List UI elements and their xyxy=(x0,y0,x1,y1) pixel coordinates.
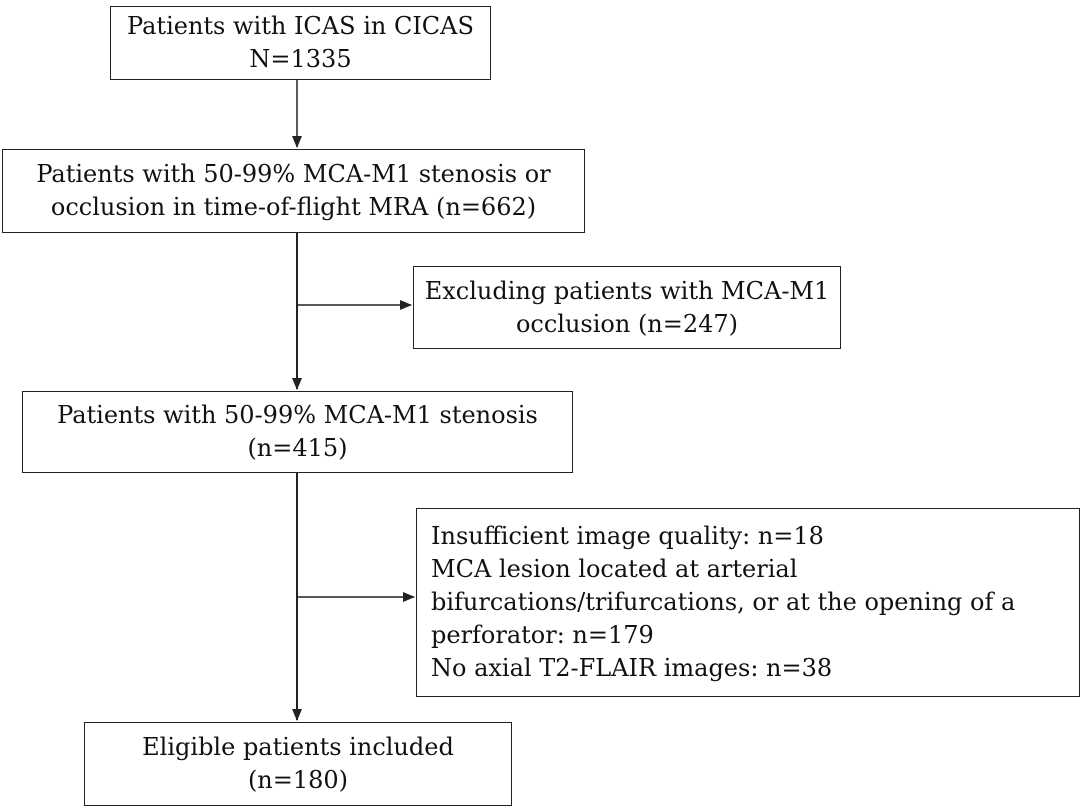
node-stenosis: Patients with 50-99% MCA-M1 stenosis (n=… xyxy=(22,391,573,473)
node-stenosis-line-1: Patients with 50-99% MCA-M1 stenosis xyxy=(57,401,538,429)
node-eligible: Eligible patients included (n=180) xyxy=(84,722,512,806)
node-mra-line-2: occlusion in time-of-flight MRA (n=662) xyxy=(50,193,537,221)
node-eligible-line-2: (n=180) xyxy=(247,766,349,794)
node-cicas-line-1: Patients with ICAS in CICAS xyxy=(127,12,474,40)
node-stenosis-line-2: (n=415) xyxy=(247,434,348,462)
node-excl-other-line-5: No axial T2-FLAIR images: n=38 xyxy=(431,654,833,682)
node-excl-other-line-1: Insufficient image quality: n=18 xyxy=(431,522,824,550)
node-mra-line-1: Patients with 50-99% MCA-M1 stenosis or xyxy=(36,160,551,188)
node-excl-occlusion-line-2: occlusion (n=247) xyxy=(515,309,739,338)
node-excl-other-line-3: bifurcations/trifurcations, or at the op… xyxy=(431,588,1016,616)
node-eligible-line-1: Eligible patients included xyxy=(142,733,454,761)
node-cicas-line-2: N=1335 xyxy=(249,45,352,73)
node-cicas: Patients with ICAS in CICAS N=1335 xyxy=(110,6,491,80)
node-excl-other-line-2: MCA lesion located at arterial xyxy=(431,555,798,583)
node-excl-other: Insufficient image quality: n=18 MCA les… xyxy=(416,508,1080,697)
node-mra: Patients with 50-99% MCA-M1 stenosis or … xyxy=(2,149,585,233)
node-excl-other-line-4: perforator: n=179 xyxy=(431,621,654,649)
node-excl-occlusion: Excluding patients with MCA-M1 occlusion… xyxy=(413,266,841,349)
node-excl-occlusion-line-1: Excluding patients with MCA-M1 xyxy=(424,276,830,305)
